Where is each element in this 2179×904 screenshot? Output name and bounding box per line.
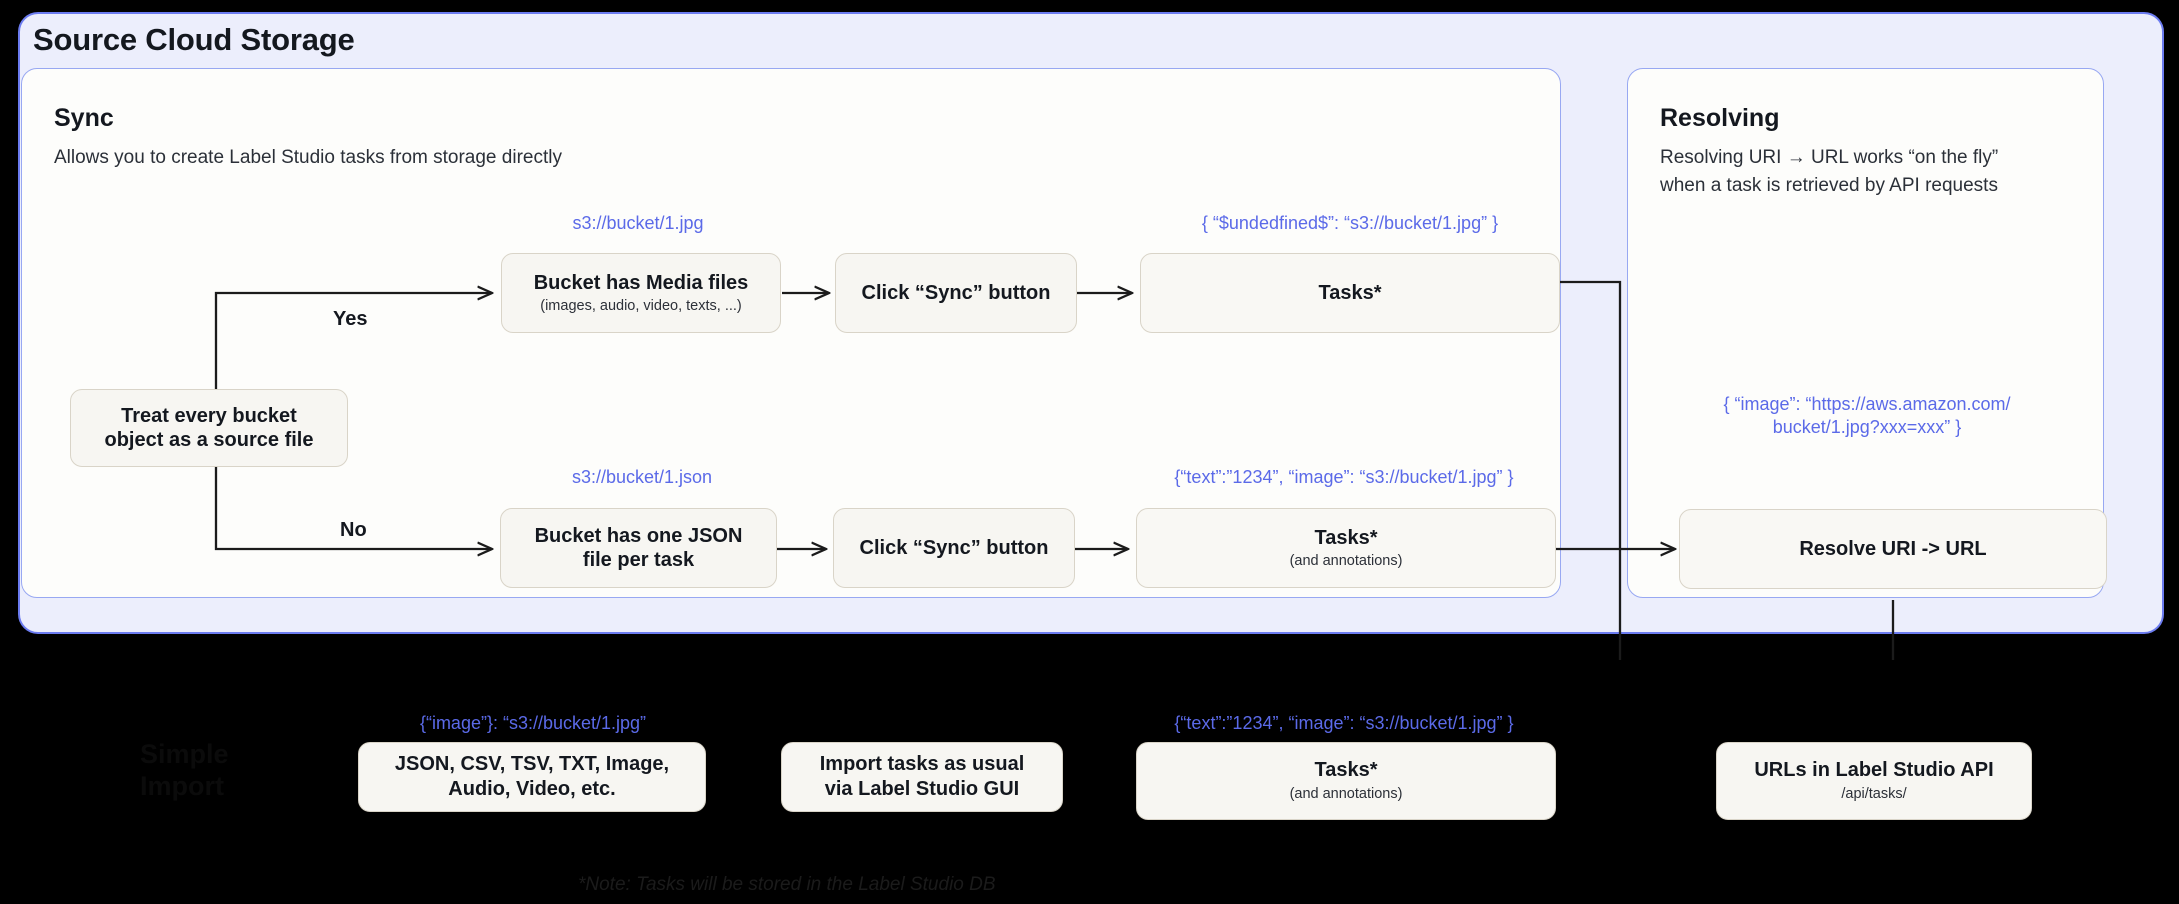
- node-subtitle: (and annotations): [1289, 553, 1403, 569]
- node-title: JSON, CSV, TSV, TXT, Image, Audio, Video…: [394, 753, 670, 800]
- code-caption-no-source: s3://bucket/1.json: [571, 467, 713, 487]
- node-title: Tasks*: [1318, 281, 1382, 304]
- code-caption-bottom-tasks: {“text”:”1234”, “image”: “s3://bucket/1.…: [1174, 713, 1514, 733]
- node-bucket-has-one-json-file[interactable]: Bucket has one JSON file per task: [500, 508, 777, 588]
- code-caption-simple-import: {“image”}: “s3://bucket/1.jpg”: [419, 713, 647, 733]
- node-click-sync-button-yes[interactable]: Click “Sync” button: [835, 253, 1077, 333]
- node-resolve-uri-to-url[interactable]: Resolve URI -> URL: [1679, 509, 2107, 589]
- node-title: Tasks*: [1314, 526, 1378, 549]
- code-caption-yes-tasks: { “$undedfined$”: “s3://bucket/1.jpg” }: [1201, 213, 1499, 233]
- node-title: Click “Sync” button: [859, 536, 1049, 559]
- sync-card-title: Sync: [54, 104, 114, 132]
- node-title: Bucket has Media files: [533, 271, 749, 294]
- node-subtitle: /api/tasks/: [1841, 786, 1907, 803]
- node-subtitle: (and annotations): [1289, 786, 1403, 803]
- node-supported-formats[interactable]: JSON, CSV, TSV, TXT, Image, Audio, Video…: [358, 742, 706, 812]
- code-caption-no-tasks: {“text”:”1234”, “image”: “s3://bucket/1.…: [1174, 467, 1514, 487]
- node-urls-in-label-studio-api[interactable]: URLs in Label Studio API /api/tasks/: [1716, 742, 2032, 820]
- resolving-card-title: Resolving: [1660, 104, 1780, 132]
- node-bucket-has-media-files[interactable]: Bucket has Media files (images, audio, v…: [501, 253, 781, 333]
- node-decision-treat-bucket-object[interactable]: Treat every bucket object as a source fi…: [70, 389, 348, 467]
- sync-card-subtitle: Allows you to create Label Studio tasks …: [54, 147, 562, 168]
- code-caption-resolved-url: { “image”: “https://aws.amazon.com/ buck…: [1723, 394, 2011, 438]
- node-tasks-yes[interactable]: Tasks*: [1140, 253, 1560, 333]
- panel-title: Source Cloud Storage: [33, 22, 355, 57]
- node-subtitle: (images, audio, video, texts, ...): [540, 298, 742, 314]
- footnote-tasks-storage: *Note: Tasks will be stored in the Label…: [578, 874, 996, 895]
- node-title: Bucket has one JSON file per task: [534, 524, 743, 571]
- node-bottom-tasks[interactable]: Tasks* (and annotations): [1136, 742, 1556, 820]
- node-import-tasks-via-gui[interactable]: Import tasks as usual via Label Studio G…: [781, 742, 1063, 812]
- edge-label-no: No: [340, 519, 367, 541]
- node-tasks-no[interactable]: Tasks* (and annotations): [1136, 508, 1556, 588]
- node-title: Tasks*: [1314, 759, 1378, 782]
- node-title: Click “Sync” button: [861, 281, 1051, 304]
- simple-import-section-label: Simple Import: [140, 739, 229, 802]
- node-title: Import tasks as usual via Label Studio G…: [819, 753, 1025, 800]
- node-click-sync-button-no[interactable]: Click “Sync” button: [833, 508, 1075, 588]
- node-title: URLs in Label Studio API: [1754, 759, 1994, 782]
- node-title: Treat every bucket object as a source fi…: [104, 404, 314, 451]
- code-caption-yes-source: s3://bucket/1.jpg: [572, 213, 704, 233]
- node-title: Resolve URI -> URL: [1799, 537, 1987, 560]
- edge-label-yes: Yes: [333, 308, 368, 330]
- resolving-card-subtitle: Resolving URI → URL works “on the fly” w…: [1660, 147, 1999, 196]
